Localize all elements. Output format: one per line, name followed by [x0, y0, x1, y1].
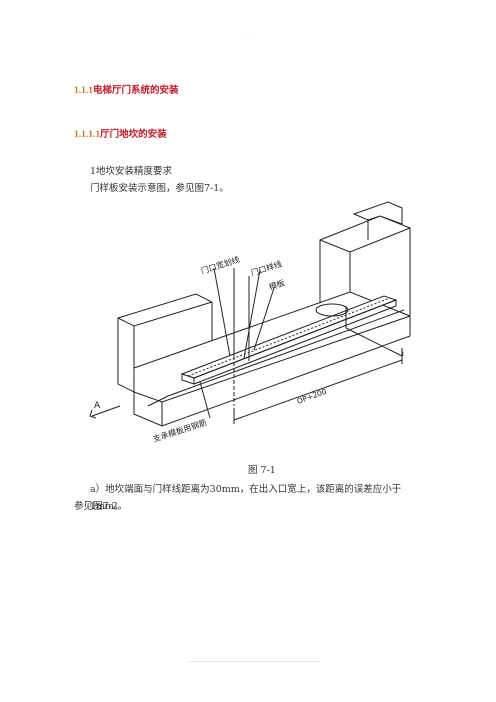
leader-lines — [199, 267, 275, 419]
section-title: 电梯厅门系统的安装 — [93, 85, 179, 96]
door-template-figure: 门口宽划线 门口样线 模板 支承模板用钢筋 A OP+200 I — [89, 201, 411, 444]
door-lines — [233, 268, 349, 406]
sill-plate — [180, 295, 398, 385]
section-number: 1.1.1 — [74, 86, 93, 96]
paragraph-sill-distance-cont: 参见图7-2。 — [74, 501, 128, 512]
label-dimension: OP+200 — [296, 387, 328, 406]
footer-divider — [188, 661, 320, 662]
paragraph-figure-ref: 门样板安装示意图，参见图7-1。 — [90, 183, 229, 194]
label-door-line: 门口样线 — [250, 259, 284, 278]
paragraph-precision-req: 1地坎安装精度要求 — [90, 166, 173, 177]
label-mark: I — [402, 351, 404, 358]
view-arrow — [89, 405, 121, 419]
subsection-title: 厅门地坎的安装 — [100, 129, 167, 140]
page-header: ··· — [245, 30, 251, 36]
figure-caption: 图 7-1 — [248, 465, 276, 476]
dimension-line — [233, 327, 403, 424]
label-arrow-a: A — [94, 401, 101, 411]
section-heading: 1.1.1电梯厅门系统的安装 — [74, 82, 179, 96]
label-template: 模板 — [268, 277, 286, 291]
paragraph-sill-distance: a）地坎端面与门样线距离为30mm，在出入口宽上，该距离的误差应小于 1mm。 — [90, 484, 402, 512]
subsection-heading: 1.1.1.1厅门地坎的安装 — [74, 126, 167, 140]
subsection-number: 1.1.1.1 — [74, 130, 101, 140]
